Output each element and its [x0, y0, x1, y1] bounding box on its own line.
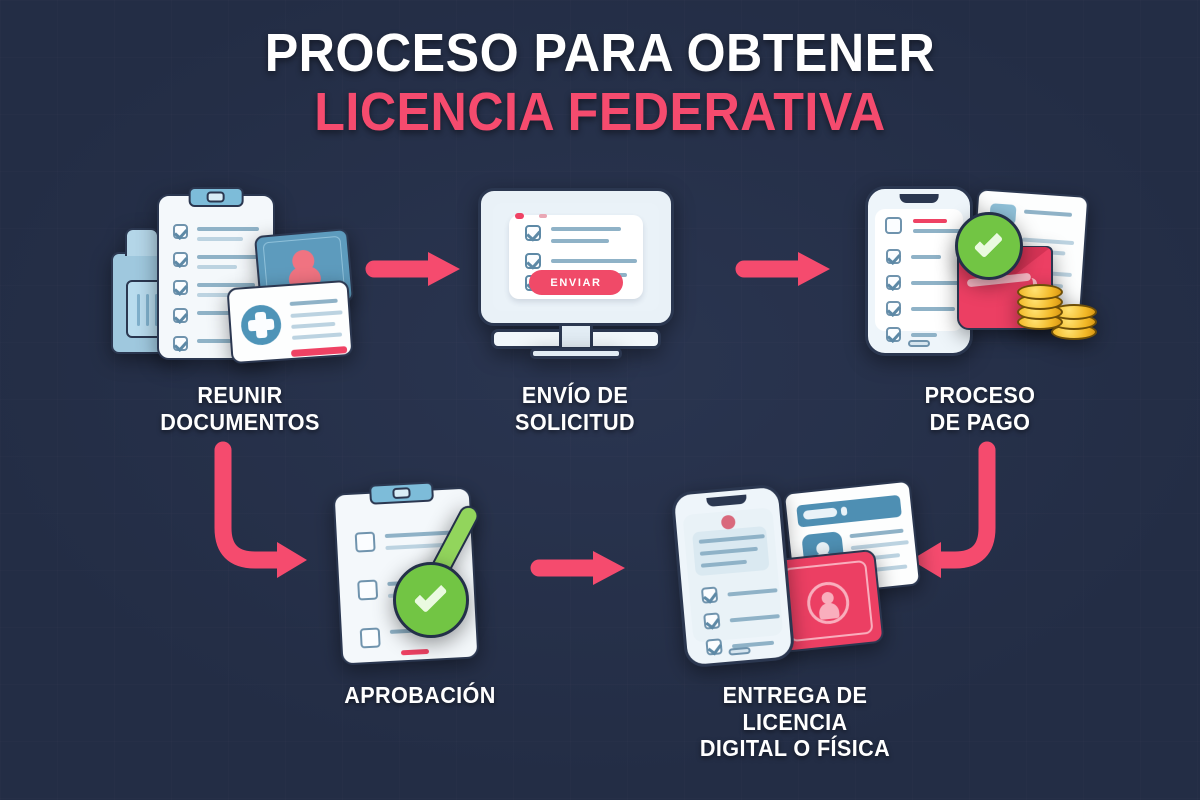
page-title: PROCESO PARA OBTENER LICENCIA FEDERATIVA — [0, 23, 1200, 143]
step-envio-de-solicitud: ENVIAR ENVÍO DE SOLICITUD — [440, 180, 710, 435]
medical-card — [226, 279, 354, 365]
enviar-button[interactable]: ENVIAR — [529, 270, 623, 295]
step-aprobacion: APROBACIÓN — [285, 480, 555, 709]
step-4-caption: APROBACIÓN — [344, 682, 496, 708]
green-check-icon — [955, 212, 1023, 280]
step-entrega-de-licencia: ENTREGA DE LICENCIA DIGITAL O FÍSICA — [660, 479, 930, 762]
step-3-illustration — [845, 180, 1115, 370]
title-line-1: PROCESO PARA OBTENER — [264, 23, 936, 83]
step-proceso-de-pago: PROCESO DE PAGO — [845, 180, 1115, 435]
step-3-caption: PROCESO DE PAGO — [924, 382, 1036, 435]
title-line-2: LICENCIA FEDERATIVA — [314, 82, 886, 143]
desktop-monitor-icon: ENVIAR — [478, 188, 674, 349]
step-5-caption: ENTREGA DE LICENCIA DIGITAL O FÍSICA — [699, 682, 891, 762]
step-1-caption: REUNIR DOCUMENTOS — [160, 382, 320, 435]
step-reunir-documentos: REUNIR DOCUMENTOS — [105, 180, 375, 435]
arrow-step1-to-step2 — [365, 246, 466, 292]
approval-green-check-icon — [393, 562, 469, 638]
step-4-illustration — [285, 480, 555, 670]
step-1-illustration — [105, 180, 375, 370]
digital-license-phone — [670, 483, 796, 669]
step-5-illustration — [660, 479, 930, 670]
step-2-caption: ENVÍO DE SOLICITUD — [515, 382, 635, 435]
arrow-step4-to-step5 — [530, 545, 631, 591]
coins-stack — [1017, 284, 1103, 358]
cross-badge-icon — [239, 303, 283, 347]
arrow-step3-to-step5 — [905, 440, 1035, 600]
arrow-step1-to-step4 — [195, 440, 325, 600]
step-2-illustration: ENVIAR — [440, 180, 710, 370]
smartphone-checklist — [865, 186, 973, 356]
arrow-step2-to-step3 — [735, 246, 836, 292]
